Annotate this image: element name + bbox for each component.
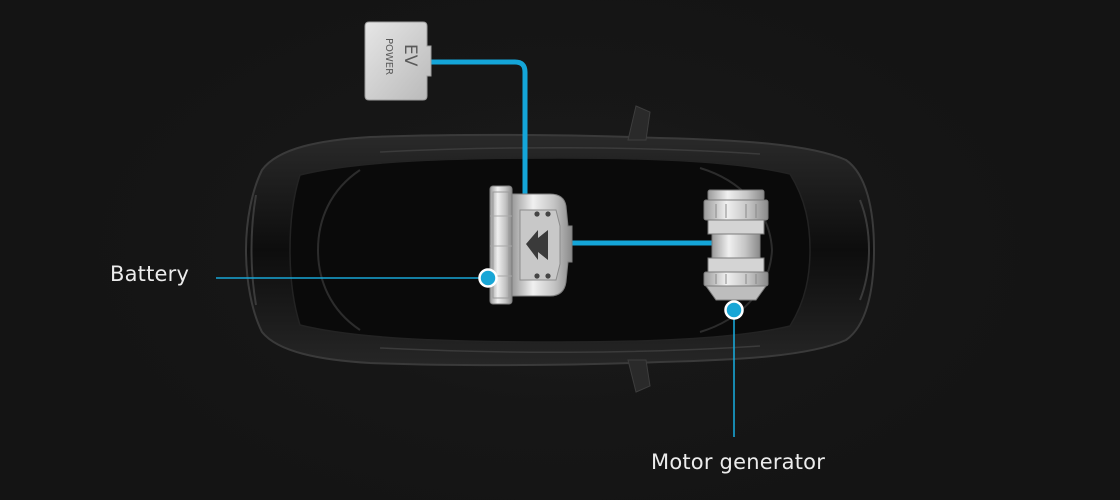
ev-power-line1: EV (400, 44, 420, 67)
power-flow-lines (425, 59, 715, 246)
motor-callout-dot (724, 300, 744, 320)
mirror-bottom-icon (627, 359, 651, 393)
battery-callout (216, 268, 498, 288)
mirror-top-icon (627, 105, 651, 141)
battery-pack-icon (489, 185, 573, 305)
ev-power-card-icon: EV POWER (364, 21, 432, 101)
ev-power-line2: POWER (383, 38, 394, 75)
motor-generator-label: Motor generator (651, 450, 826, 474)
motor-callout (724, 300, 744, 437)
battery-callout-dot (478, 268, 498, 288)
motor-generator-icon (703, 189, 769, 301)
flow-line-ev-to-battery (425, 59, 528, 203)
battery-label: Battery (110, 262, 190, 286)
